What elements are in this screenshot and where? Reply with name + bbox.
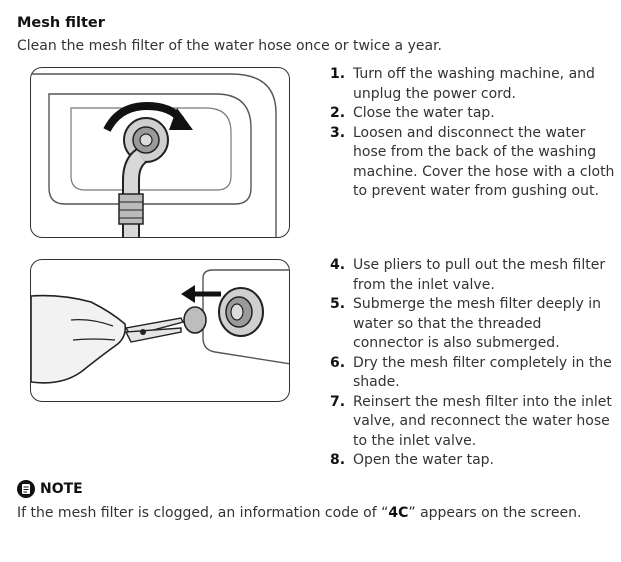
step-number: 5. bbox=[330, 296, 346, 312]
step-text: Use pliers to pull out the mesh filter f… bbox=[353, 257, 606, 293]
steps-list-1: 1. Turn off the washing machine, and unp… bbox=[330, 65, 615, 202]
step-number: 7. bbox=[330, 393, 346, 410]
step-item: 2. Close the water tap. bbox=[330, 104, 615, 124]
step-number: 1. bbox=[330, 66, 346, 82]
step-item: 4. Use pliers to pull out the mesh filte… bbox=[330, 256, 615, 295]
step-text: Turn off the washing machine, and unplug… bbox=[353, 66, 595, 102]
note-icon bbox=[17, 480, 35, 498]
step-item: 8. Open the water tap. bbox=[330, 451, 615, 471]
step-number: 8. bbox=[330, 452, 346, 468]
step-item: 7. Reinsert the mesh filter into the inl… bbox=[330, 393, 615, 452]
steps-list-2: 4. Use pliers to pull out the mesh filte… bbox=[330, 256, 615, 471]
section-intro: Clean the mesh filter of the water hose … bbox=[17, 38, 442, 54]
step-number: 2. bbox=[330, 105, 346, 121]
pliers-filter-illustration bbox=[30, 259, 290, 402]
hose-disconnect-illustration bbox=[30, 67, 290, 238]
info-code: 4C bbox=[388, 505, 409, 521]
note-text: If the mesh filter is clogged, an inform… bbox=[17, 505, 581, 521]
note-text-before: If the mesh filter is clogged, an inform… bbox=[17, 505, 389, 521]
step-text: Loosen and disconnect the water hose fro… bbox=[353, 124, 615, 200]
note-text-after: ” appears on the screen. bbox=[408, 505, 582, 521]
step-text: Open the water tap. bbox=[353, 452, 495, 468]
step-item: 6. Dry the mesh filter completely in the… bbox=[330, 354, 615, 393]
step-item: 5. Submerge the mesh filter deeply in wa… bbox=[330, 295, 615, 354]
step-item: 3. Loosen and disconnect the water hose … bbox=[330, 124, 615, 202]
step-number: 6. bbox=[330, 354, 346, 371]
section-title: Mesh filter bbox=[17, 15, 105, 31]
step-text: Close the water tap. bbox=[353, 105, 495, 121]
step-item: 1. Turn off the washing machine, and unp… bbox=[330, 65, 615, 104]
step-text: Reinsert the mesh filter into the inlet … bbox=[353, 393, 612, 449]
step-number: 4. bbox=[330, 257, 346, 273]
note-heading: NOTE bbox=[17, 480, 83, 498]
step-text: Dry the mesh filter completely in the sh… bbox=[353, 354, 612, 391]
step-text: Submerge the mesh filter deeply in water… bbox=[353, 296, 602, 351]
note-label: NOTE bbox=[40, 481, 83, 497]
step-number: 3. bbox=[330, 124, 346, 141]
